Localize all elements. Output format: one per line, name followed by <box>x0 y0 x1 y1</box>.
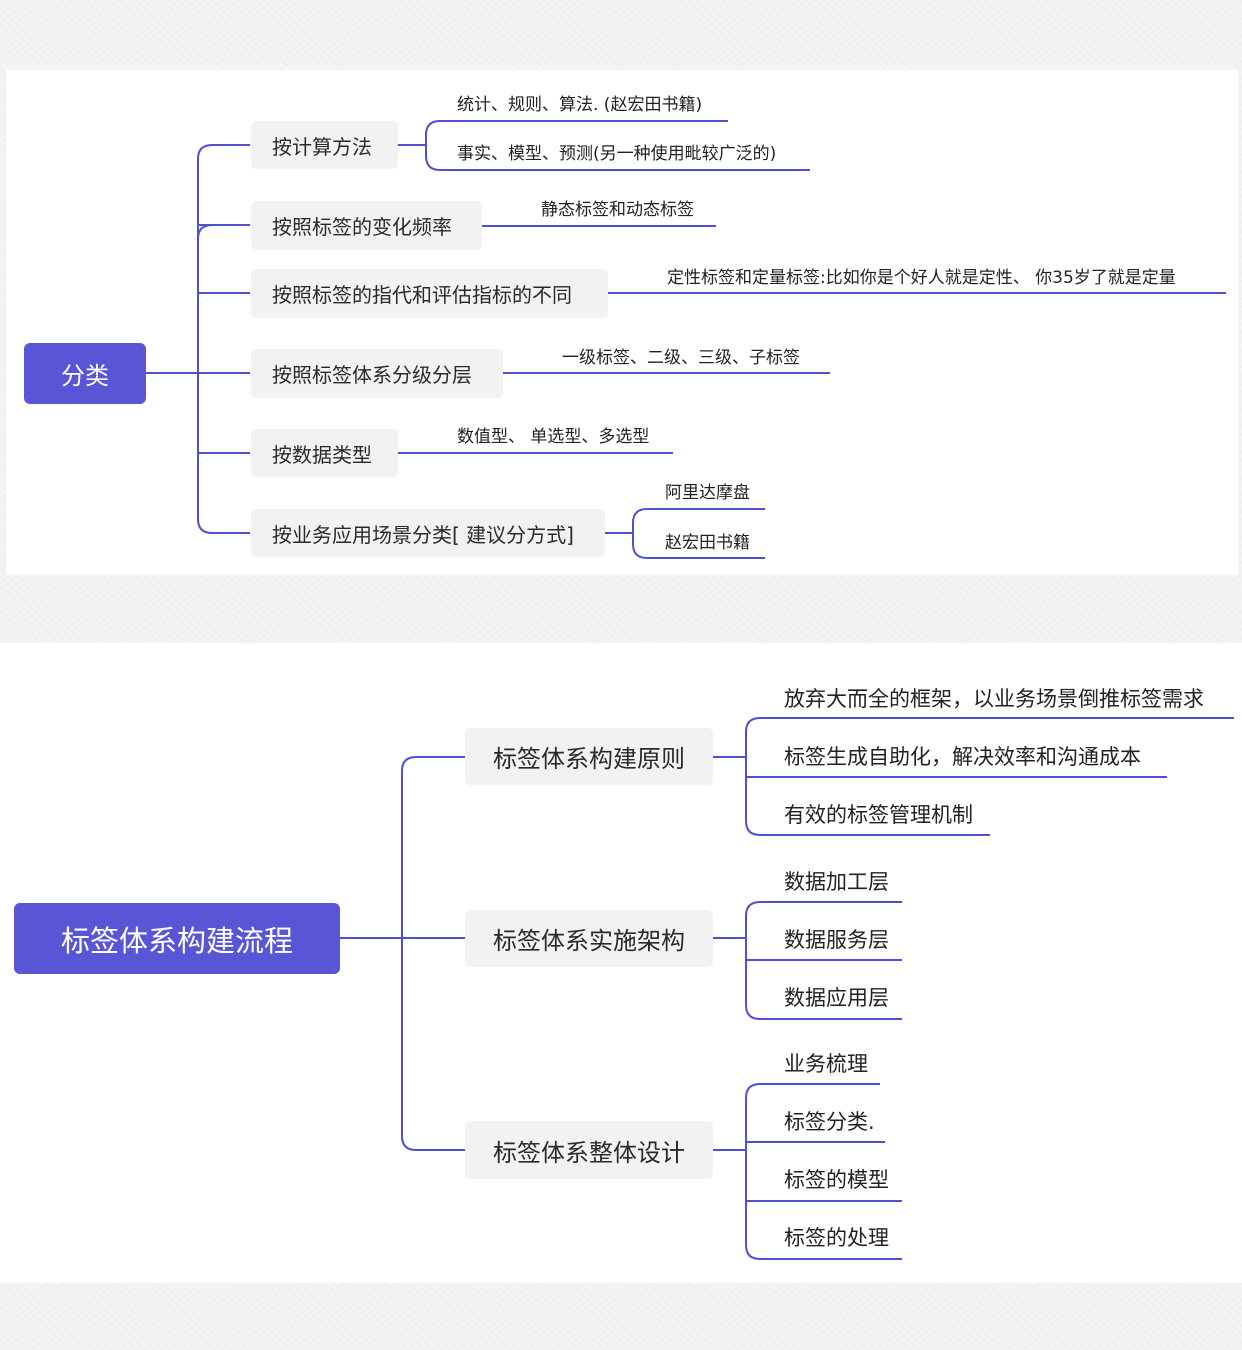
bottom-leaf-3-3[interactable]: 标签的模型 <box>784 1168 889 1192</box>
top-branch-6[interactable]: 按业务应用场景分类[ 建议分方式] <box>251 509 605 557</box>
bottom-leaf-2-2[interactable]: 数据服务层 <box>784 928 889 952</box>
bottom-leaf-3-4[interactable]: 标签的处理 <box>784 1226 889 1250</box>
bottom-branch-3[interactable]: 标签体系整体设计 <box>465 1121 713 1179</box>
top-leaf-6-1[interactable]: 阿里达摩盘 <box>665 483 750 503</box>
top-leaf-4-1[interactable]: 一级标签、二级、三级、子标签 <box>562 348 800 368</box>
top-branch-2[interactable]: 按照标签的变化频率 <box>251 201 482 250</box>
top-leaf-2-1[interactable]: 静态标签和动态标签 <box>541 200 694 220</box>
bottom-branch-1[interactable]: 标签体系构建原则 <box>465 728 713 785</box>
bottom-root-node[interactable]: 标签体系构建流程 <box>14 903 340 974</box>
top-root-node[interactable]: 分类 <box>24 343 146 404</box>
bottom-leaf-3-2[interactable]: 标签分类. <box>784 1110 875 1134</box>
top-branch-1[interactable]: 按计算方法 <box>251 121 398 169</box>
bottom-leaf-2-1[interactable]: 数据加工层 <box>784 870 889 894</box>
top-leaf-5-1[interactable]: 数值型、 单选型、多选型 <box>457 427 650 447</box>
bottom-leaf-1-3[interactable]: 有效的标签管理机制 <box>784 803 973 827</box>
top-branch-3[interactable]: 按照标签的指代和评估指标的不同 <box>251 269 608 318</box>
top-leaf-1-1[interactable]: 统计、规则、算法. (赵宏田书籍) <box>457 95 703 115</box>
bottom-leaf-1-2[interactable]: 标签生成自助化，解决效率和沟通成本 <box>784 745 1141 769</box>
top-leaf-1-2[interactable]: 事实、模型、预测(另一种使用毗较广泛的) <box>457 144 777 164</box>
bottom-leaf-1-1[interactable]: 放弃大而全的框架，以业务场景倒推标签需求 <box>784 687 1204 711</box>
bottom-leaf-2-3[interactable]: 数据应用层 <box>784 986 889 1010</box>
top-leaf-3-1[interactable]: 定性标签和定量标签:比如你是个好人就是定性、 你35岁了就是定量 <box>667 268 1176 288</box>
bottom-branch-2[interactable]: 标签体系实施架构 <box>465 910 713 967</box>
top-branch-4[interactable]: 按照标签体系分级分层 <box>251 349 503 398</box>
top-branch-5[interactable]: 按数据类型 <box>251 429 398 477</box>
top-leaf-6-2[interactable]: 赵宏田书籍 <box>665 533 750 553</box>
bottom-leaf-3-1[interactable]: 业务梳理 <box>784 1052 868 1076</box>
